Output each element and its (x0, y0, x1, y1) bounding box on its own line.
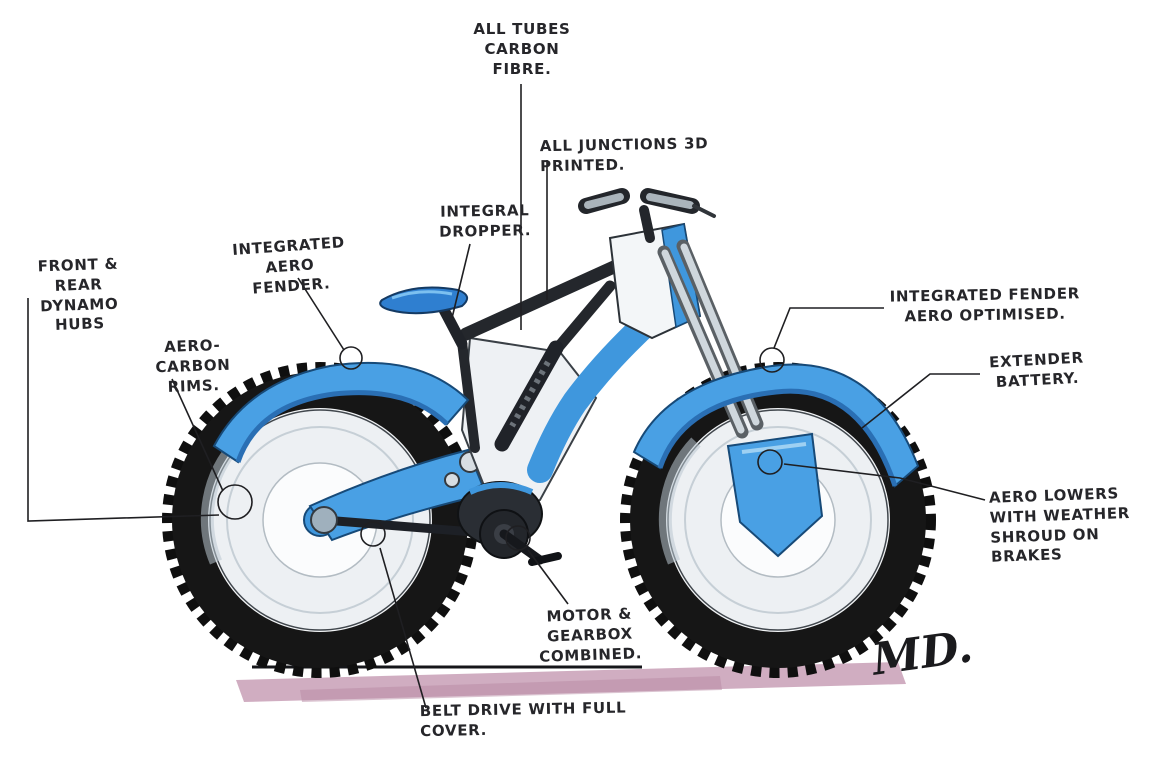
note-dynamo-hubs: FRONT & REAR DYNAMO HUBS (37, 254, 119, 335)
leader-battery (861, 373, 980, 429)
leader-rear-fender (297, 277, 345, 351)
note-aero-carbon-rims: AERO-CARBON RIMS. (155, 336, 231, 396)
note-rear-fender: INTEGRATED AERO FENDER. (231, 233, 346, 298)
brake-shroud (726, 432, 824, 558)
leader-dynamo-hubs (27, 298, 220, 522)
note-aero-lowers: AERO LOWERS WITH WEATHER SHROUD ON BRAKE… (988, 484, 1131, 567)
note-all-tubes: ALL TUBES CARBON FIBRE. (473, 20, 571, 78)
callout-marker-motor (505, 525, 531, 551)
rear-fender (212, 361, 470, 464)
leader-belt (379, 547, 427, 709)
rear-shock (494, 340, 564, 452)
note-motor-gearbox: MOTOR & GEARBOX COMBINED. (538, 604, 643, 666)
callout-marker-lowers (757, 449, 783, 475)
handlebar (578, 188, 716, 243)
crankset (479, 509, 562, 566)
carbon-tubes (457, 259, 623, 453)
note-front-fender: INTEGRATED FENDER AERO OPTIMISED. (889, 284, 1081, 326)
leader-front-fender (773, 307, 884, 349)
leader-dropper (451, 243, 471, 319)
callout-marker-belt (360, 521, 386, 547)
callout-marker-front-fender (759, 347, 785, 373)
leader-motor (527, 549, 569, 605)
callout-marker-rear-fender (339, 346, 363, 370)
note-integral-dropper: INTEGRAL DROPPER. (438, 201, 532, 241)
note-belt-drive: BELT DRIVE WITH FULL COVER. (419, 698, 627, 740)
seatpost (436, 300, 468, 350)
front-fender (632, 363, 920, 488)
saddle (379, 286, 469, 315)
callout-marker-rim (217, 484, 253, 520)
leader-rims (171, 378, 224, 492)
note-junctions: ALL JUNCTIONS 3D PRINTED. (539, 134, 709, 175)
note-extender-battery: EXTENDER BATTERY. (988, 348, 1085, 391)
leader-lowers (783, 463, 986, 501)
leader-lines (27, 84, 986, 709)
